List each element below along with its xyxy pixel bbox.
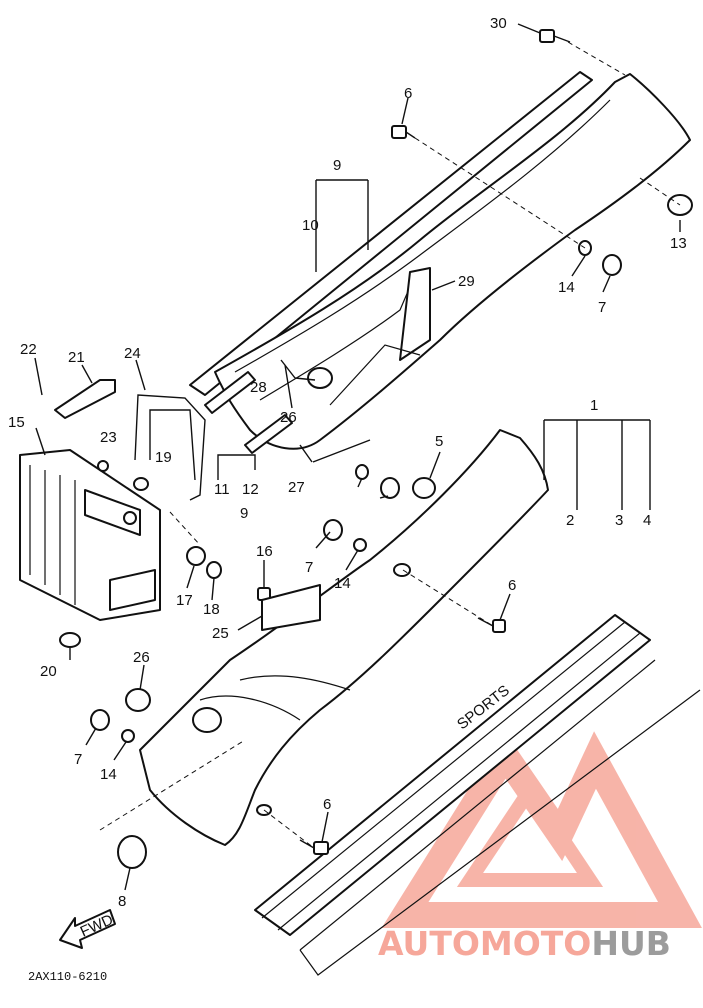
- battery-band: [54, 379, 116, 419]
- callout-15: 15: [8, 414, 25, 431]
- watermark-logo-icon: [381, 731, 702, 928]
- callout-7-top: 7: [598, 299, 606, 316]
- callout-25: 25: [212, 625, 229, 642]
- callout-8: 8: [118, 893, 126, 910]
- fwd-arrow: [59, 909, 116, 949]
- callout-28: 28: [250, 379, 267, 396]
- callout-18: 18: [203, 601, 220, 618]
- callout-30: 30: [490, 15, 507, 32]
- callout-26-mid: 26: [280, 409, 297, 426]
- callout-27: 27: [288, 479, 305, 496]
- callout-2: 2: [566, 512, 574, 529]
- battery-box: [19, 449, 161, 648]
- callout-6-mid: 6: [508, 577, 516, 594]
- part-code: 2AX110-6210: [28, 970, 107, 984]
- callout-17: 17: [176, 592, 193, 609]
- callout-20: 20: [40, 663, 57, 680]
- callout-3: 3: [615, 512, 623, 529]
- callout-22: 22: [20, 341, 37, 358]
- watermark-text-primary: AUTOMOTO: [378, 924, 591, 963]
- callout-4: 4: [643, 512, 651, 529]
- fasteners: [90, 29, 693, 869]
- callout-16: 16: [256, 543, 273, 560]
- upper-side-cover: [189, 71, 691, 454]
- watermark-text: AUTOMOTOHUB: [378, 924, 671, 963]
- fwd-arrow-label: FWD: [78, 911, 116, 940]
- lower-side-cover: [139, 429, 701, 976]
- callout-14-bottom: 14: [100, 766, 117, 783]
- leader-lines: [34, 23, 681, 891]
- callout-6-top: 6: [404, 85, 412, 102]
- callout-10: 10: [302, 217, 319, 234]
- callout-29: 29: [458, 273, 475, 290]
- callout-24: 24: [124, 345, 141, 362]
- callout-9-bottom: 9: [240, 505, 248, 522]
- callout-23: 23: [100, 429, 117, 446]
- callout-11: 11: [214, 481, 230, 498]
- callout-labels: 30 6 9 10 29 13 14 7 22 21 24 15 23 19 2…: [8, 15, 687, 910]
- assembly-lines: [99, 41, 681, 849]
- callout-7-mid: 7: [305, 559, 313, 576]
- battery-strap: [134, 394, 206, 501]
- callout-5: 5: [435, 433, 443, 450]
- callout-7-bottom: 7: [74, 751, 82, 768]
- callout-19: 19: [155, 449, 172, 466]
- callout-26-bottom: 26: [133, 649, 150, 666]
- callout-21: 21: [68, 349, 85, 366]
- callout-12: 12: [242, 481, 259, 498]
- callout-14-mid: 14: [334, 575, 351, 592]
- callout-6-bottom: 6: [323, 796, 331, 813]
- callout-13: 13: [670, 235, 687, 252]
- callout-1: 1: [590, 397, 598, 414]
- callout-9-top: 9: [333, 157, 341, 174]
- watermark-text-secondary: HUB: [591, 924, 671, 963]
- callout-14-top: 14: [558, 279, 575, 296]
